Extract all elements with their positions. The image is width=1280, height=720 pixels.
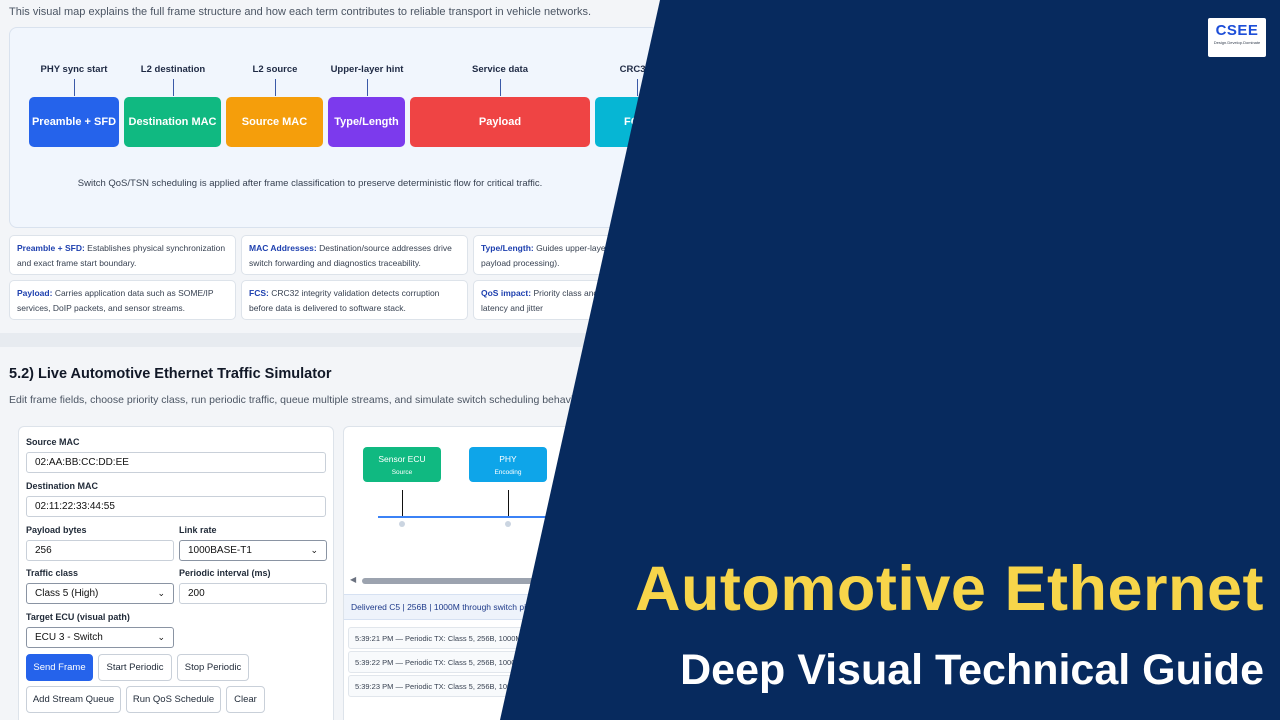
chevron-down-icon: ⌄ xyxy=(310,545,318,555)
term-title: QoS impact: xyxy=(481,288,532,298)
term-card-type-length: Type/Length: Guides upper-layer (IP/othe… xyxy=(473,235,673,275)
field-source-mac: Source MAC xyxy=(226,97,323,147)
term-card-payload: Payload: Carries application data such a… xyxy=(9,280,236,320)
path-connector xyxy=(508,490,509,516)
term-desc: Destination/source addresses drive switc… xyxy=(249,243,452,268)
interval-input[interactable] xyxy=(179,583,327,604)
link-rate-value: 1000BASE-T1 xyxy=(188,545,252,556)
term-title: Type/Length: xyxy=(481,243,534,253)
source-mac-input[interactable] xyxy=(26,452,326,473)
frame-structure-diagram: PHY sync start L2 destination L2 source … xyxy=(9,27,680,228)
term-desc: Establishes physical synchronization and… xyxy=(17,243,226,268)
node-sensor-ecu: Sensor ECU Source xyxy=(363,447,441,482)
dest-mac-input[interactable] xyxy=(26,496,326,517)
scroll-left-icon[interactable]: ◀ xyxy=(350,575,357,584)
callout-tick xyxy=(500,79,501,96)
start-periodic-button[interactable]: Start Periodic xyxy=(98,654,172,681)
term-title: Preamble + SFD: xyxy=(17,243,85,253)
term-card-mac: MAC Addresses: Destination/source addres… xyxy=(241,235,468,275)
intro-text: This visual map explains the full frame … xyxy=(9,6,592,18)
term-desc: Carries application data such as SOME/IP… xyxy=(17,288,214,313)
dest-mac-label: Destination MAC xyxy=(26,481,98,491)
callout-tick xyxy=(367,79,368,96)
field-destination-mac: Destination MAC xyxy=(124,97,221,147)
add-stream-queue-button[interactable]: Add Stream Queue xyxy=(26,686,121,713)
log-entry: 5:39:21 PM — Periodic TX: Class 5, 256B,… xyxy=(348,627,662,649)
node-name: PHY xyxy=(499,454,517,464)
callout-tick xyxy=(173,79,174,96)
callout-l2-destination: L2 destination xyxy=(140,64,206,75)
logo-tagline: Design.Develop.Dominate xyxy=(1213,40,1261,45)
callout-crc32: CRC32 check xyxy=(619,64,681,75)
traffic-class-value: Class 5 (High) xyxy=(35,588,99,599)
callout-service-data: Service data xyxy=(472,64,528,75)
interval-label: Periodic interval (ms) xyxy=(179,568,271,578)
field-fcs: FCS xyxy=(595,97,675,147)
callout-upper-layer: Upper-layer hint xyxy=(330,64,404,75)
section-divider xyxy=(0,333,700,347)
node-phy: PHY Encoding xyxy=(469,447,547,482)
target-ecu-select[interactable]: ECU 3 - Switch ⌄ xyxy=(26,627,174,648)
callout-tick xyxy=(74,79,75,96)
traffic-class-select[interactable]: Class 5 (High) ⌄ xyxy=(26,583,174,604)
callout-tick xyxy=(275,79,276,96)
path-dot xyxy=(399,521,405,527)
payload-bytes-input[interactable] xyxy=(26,540,174,561)
term-card-qos: QoS impact: Priority class and end-to-en… xyxy=(473,280,673,320)
banner-subtitle: Deep Visual Technical Guide xyxy=(680,646,1264,694)
stop-periodic-button[interactable]: Stop Periodic xyxy=(177,654,249,681)
term-title: FCS: xyxy=(249,288,269,298)
traffic-path-visualizer: Sensor ECU Source PHY Encoding ◀ Deliver… xyxy=(343,426,663,720)
term-title: MAC Addresses: xyxy=(249,243,317,253)
log-entry: 5:39:22 PM — Periodic TX: Class 5, 256B,… xyxy=(348,651,662,673)
term-title: Payload: xyxy=(17,288,53,298)
field-type-length: Type/Length xyxy=(328,97,405,147)
horizontal-scrollbar[interactable]: ◀ xyxy=(350,575,658,585)
callout-phy-sync: PHY sync start xyxy=(40,64,108,75)
scrollbar-thumb[interactable] xyxy=(362,578,652,584)
source-mac-label: Source MAC xyxy=(26,437,80,447)
simulator-description: Edit frame fields, choose priority class… xyxy=(9,394,583,406)
chevron-down-icon: ⌄ xyxy=(157,588,165,598)
simulator-title: 5.2) Live Automotive Ethernet Traffic Si… xyxy=(9,366,332,382)
link-rate-label: Link rate xyxy=(179,525,217,535)
banner-title: Automotive Ethernet xyxy=(634,554,1264,624)
target-ecu-value: ECU 3 - Switch xyxy=(35,632,103,643)
log-entry: 5:39:23 PM — Periodic TX: Class 5, 256B,… xyxy=(348,675,662,697)
node-sub: Source xyxy=(391,469,413,476)
qos-note: Switch QoS/TSN scheduling is applied aft… xyxy=(77,178,543,189)
term-card-fcs: FCS: CRC32 integrity validation detects … xyxy=(241,280,468,320)
node-name: Sensor ECU xyxy=(378,454,426,464)
callout-l2-source: L2 source xyxy=(252,64,298,75)
field-payload: Payload xyxy=(410,97,590,147)
callout-tick xyxy=(637,79,638,96)
term-card-preamble: Preamble + SFD: Establishes physical syn… xyxy=(9,235,236,275)
csee-logo: CSEE Design.Develop.Dominate xyxy=(1208,18,1266,57)
node-sub: Encoding xyxy=(494,469,522,476)
chevron-down-icon: ⌄ xyxy=(157,632,165,642)
run-qos-schedule-button[interactable]: Run QoS Schedule xyxy=(126,686,221,713)
logo-mark: CSEE xyxy=(1215,22,1259,39)
target-ecu-label: Target ECU (visual path) xyxy=(26,612,130,622)
traffic-class-label: Traffic class xyxy=(26,568,79,578)
send-frame-button[interactable]: Send Frame xyxy=(26,654,93,681)
delivery-status: Delivered C5 | 256B | 1000M through swit… xyxy=(344,594,662,620)
payload-bytes-label: Payload bytes xyxy=(26,525,87,535)
path-connector xyxy=(402,490,403,516)
path-dot xyxy=(505,521,511,527)
path-track xyxy=(378,516,662,518)
simulator-form: Source MAC Destination MAC Payload bytes… xyxy=(18,426,334,720)
term-desc: CRC32 integrity validation detects corru… xyxy=(249,288,440,313)
link-rate-select[interactable]: 1000BASE-T1 ⌄ xyxy=(179,540,327,561)
field-preamble-sfd: Preamble + SFD xyxy=(29,97,119,147)
clear-button[interactable]: Clear xyxy=(226,686,265,713)
